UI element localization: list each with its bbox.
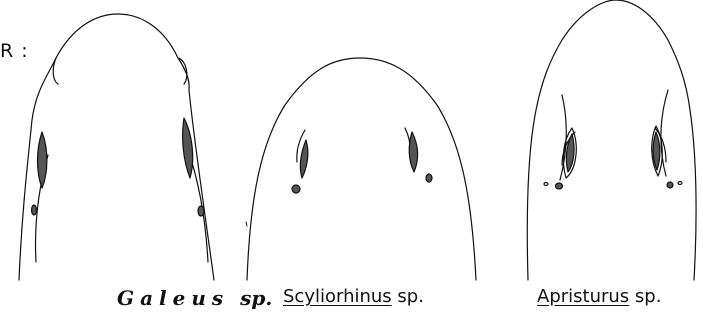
galeus-right-eye xyxy=(183,118,193,178)
scyliorhinus-head-outline xyxy=(247,58,476,280)
scyliorhinus-right-spiracle xyxy=(426,174,432,182)
apristurus-left-spiracle-small xyxy=(544,183,548,186)
apristurus-right-spiracle-small xyxy=(678,182,682,185)
apristurus-left-line xyxy=(560,95,566,180)
apristurus-left-eye xyxy=(566,134,574,172)
caption-apristurus-genus: Apristurus xyxy=(537,286,629,307)
scyliorhinus-right-eye xyxy=(409,132,417,172)
caption-galeus: Galeus sp. xyxy=(117,286,272,310)
scyliorhinus-left-eye xyxy=(300,140,307,178)
caption-scyliorhinus-genus: Scyliorhinus xyxy=(283,286,392,307)
caption-galeus-species: sp. xyxy=(240,286,272,310)
apristurus-head-outline xyxy=(527,0,696,280)
apristurus-left-spiracle xyxy=(556,183,563,189)
caption-scyliorhinus: Scyliorhinus sp. xyxy=(283,286,424,307)
galeus-head xyxy=(19,14,214,280)
scyliorhinus-left-spiracle xyxy=(292,185,300,193)
scyliorhinus-head xyxy=(247,58,476,280)
galeus-right-spiracle xyxy=(198,206,204,216)
apristurus-right-spiracle xyxy=(667,182,673,188)
galeus-left-spiracle xyxy=(32,205,37,215)
caption-scyliorhinus-species: sp. xyxy=(397,286,424,307)
galeus-left-eye xyxy=(38,132,47,188)
apristurus-head xyxy=(527,0,696,280)
caption-apristurus: Apristurus sp. xyxy=(537,286,661,307)
caption-galeus-genus: Galeus xyxy=(117,286,229,310)
stray-mark xyxy=(246,222,247,226)
caption-apristurus-species: sp. xyxy=(635,286,662,307)
